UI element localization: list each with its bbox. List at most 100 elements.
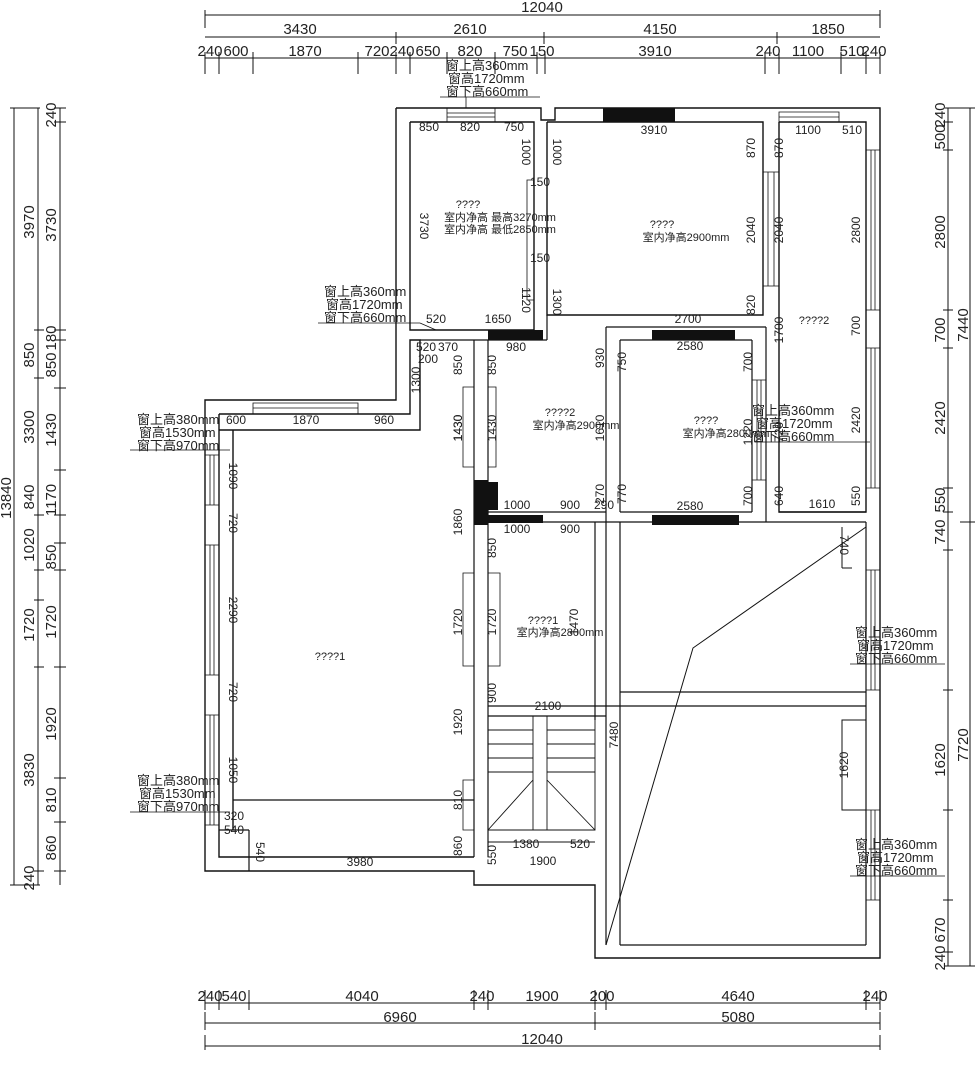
right-dim: 2800 xyxy=(932,215,949,248)
window-note-east-a: 窗下高660mm xyxy=(752,429,834,444)
room-c-name: ????2 xyxy=(799,315,830,327)
inner-dim: 1650 xyxy=(485,312,512,326)
inner-dim-vertical: 550 xyxy=(485,845,499,865)
inner-dim: 1000 xyxy=(504,498,531,512)
window-note-left-upper: 窗下高660mm xyxy=(324,310,406,325)
bottom-dim: 540 xyxy=(221,988,246,1005)
inner-dim-vertical: 550 xyxy=(849,486,863,506)
inner-dim-vertical: 2420 xyxy=(849,406,863,433)
right-dim: 2420 xyxy=(932,401,949,434)
left-dim: 810 xyxy=(43,787,60,812)
inner-dim-vertical: 1610 xyxy=(593,414,607,441)
bottom-dimension-lines xyxy=(205,990,880,1050)
left-dim: 850 xyxy=(21,342,38,367)
window-note-left-upper: 窗上高360mm xyxy=(324,284,406,299)
inner-dim-vertical: 1700 xyxy=(772,316,786,343)
room-d-name: ????2 xyxy=(545,407,576,419)
room-b-height: 室内净高2900mm xyxy=(643,230,730,244)
right-dim: 7720 xyxy=(955,728,972,761)
left-dim: 1720 xyxy=(43,605,60,638)
top-dim: 510 xyxy=(839,43,864,60)
room-a-height-min: 室内净高 最低2850mm xyxy=(444,222,556,236)
top-dimension-text: 12040 3430 2610 4150 1850 240 600 1870 7… xyxy=(197,0,886,60)
window-note-east-b: 窗高1720mm xyxy=(857,638,934,653)
window-note-west-a: 窗上高380mm xyxy=(137,412,219,427)
top-dim: 600 xyxy=(223,43,248,60)
right-dim: 1620 xyxy=(932,743,949,776)
bottom-dimension-text: 240 540 4040 240 1900 200 4640 240 6960 … xyxy=(197,988,887,1048)
bottom-dim: 4040 xyxy=(345,988,378,1005)
window-note-east-a: 窗高1720mm xyxy=(756,416,833,431)
inner-dim-vertical: 1430 xyxy=(451,414,465,441)
inner-dim: 960 xyxy=(374,413,394,427)
right-dim: 740 xyxy=(932,519,949,544)
inner-dim: 820 xyxy=(460,120,480,134)
bottom-dim: 4640 xyxy=(721,988,754,1005)
inner-dim-vertical: 770 xyxy=(615,484,629,504)
left-dim: 240 xyxy=(21,865,38,890)
top-dim: 150 xyxy=(529,43,554,60)
open-area-sketch xyxy=(606,527,866,945)
inner-dim-vertical: 1720 xyxy=(485,608,499,635)
inner-dim-vertical: 1430 xyxy=(451,414,465,441)
inner-dim: 370 xyxy=(438,340,458,354)
room-a-height-max: 室内净高 最高3270mm xyxy=(444,210,556,224)
inner-dim-vertical: 750 xyxy=(615,352,629,372)
inner-dim: 3980 xyxy=(347,855,374,869)
top-dim: 1100 xyxy=(792,43,824,60)
left-dim: 860 xyxy=(43,835,60,860)
window-note-east-a: 窗上高360mm xyxy=(752,403,834,418)
room-labels: ???? 室内净高 最高3270mm 室内净高 最低2850mm ???? 室内… xyxy=(315,199,830,663)
inner-dim-vertical: 850 xyxy=(485,355,499,375)
left-dim: 180 xyxy=(43,325,60,350)
room-b-name: ???? xyxy=(650,219,674,231)
inner-dim: 900 xyxy=(560,522,580,536)
window-note-east-c: 窗下高660mm xyxy=(855,863,937,878)
inner-dim-vertical: 1120 xyxy=(519,287,533,313)
left-dim: 840 xyxy=(21,484,38,509)
inner-dim-vertical: 720 xyxy=(226,682,240,702)
inner-dim-vertical: 700 xyxy=(741,486,755,506)
inner-dim-vertical: 540 xyxy=(253,842,267,862)
top-dim: 3910 xyxy=(638,43,671,60)
inner-dim-vertical: 1720 xyxy=(451,608,465,635)
inner-dim-vertical: 930 xyxy=(593,348,607,368)
inner-dim: 2700 xyxy=(675,312,702,326)
left-dimension-text: 13840 3970 850 3300 840 1020 1720 3830 2… xyxy=(0,102,60,890)
top-dim: 750 xyxy=(502,43,527,60)
bottom-dim: 240 xyxy=(197,988,222,1005)
inner-dim: 540 xyxy=(224,823,244,837)
right-dim: 240 xyxy=(932,102,949,127)
inner-dim: 850 xyxy=(419,120,439,134)
inner-dim-vertical: 1430 xyxy=(485,414,499,441)
window-note-west-a: 窗下高970mm xyxy=(137,438,219,453)
inner-dim: 520 xyxy=(570,837,590,851)
inner-dim-vertical: 1620 xyxy=(837,751,851,778)
top-dim: 3430 xyxy=(283,21,316,38)
window-note-east-c: 窗高1720mm xyxy=(857,850,934,865)
left-dim: 850 xyxy=(43,352,60,377)
window-note-west-a: 窗高1530mm xyxy=(139,425,216,440)
inner-dim-vertical: 810 xyxy=(451,790,465,810)
inner-dim-vertical: 7480 xyxy=(607,721,621,748)
window-note-left-upper: 窗高1720mm xyxy=(326,297,403,312)
inner-dim-vertical: 150 xyxy=(530,175,550,189)
window-note-west-b: 窗下高970mm xyxy=(137,799,219,814)
inner-dim: 290 xyxy=(594,498,614,512)
right-dimension-text: 7440 7720 240 500 2800 700 2420 550 740 … xyxy=(932,102,972,970)
bottom-total-dim: 12040 xyxy=(521,1031,563,1048)
window-note-leaders xyxy=(130,97,945,876)
inner-dim-vertical: 740 xyxy=(837,535,851,555)
top-dim: 240 xyxy=(389,43,414,60)
top-dim: 650 xyxy=(415,43,440,60)
left-dim: 850 xyxy=(43,544,60,569)
inner-dim: 2100 xyxy=(535,699,562,713)
inner-dim-vertical: 2800 xyxy=(849,216,863,243)
left-dim: 1720 xyxy=(21,608,38,641)
room-g-height: 室内净高2800mm xyxy=(517,625,604,639)
right-dim: 670 xyxy=(932,917,949,942)
inner-dim: 980 xyxy=(506,340,526,354)
inner-dim-vertical: 1090 xyxy=(226,463,240,490)
top-dim: 240 xyxy=(755,43,780,60)
